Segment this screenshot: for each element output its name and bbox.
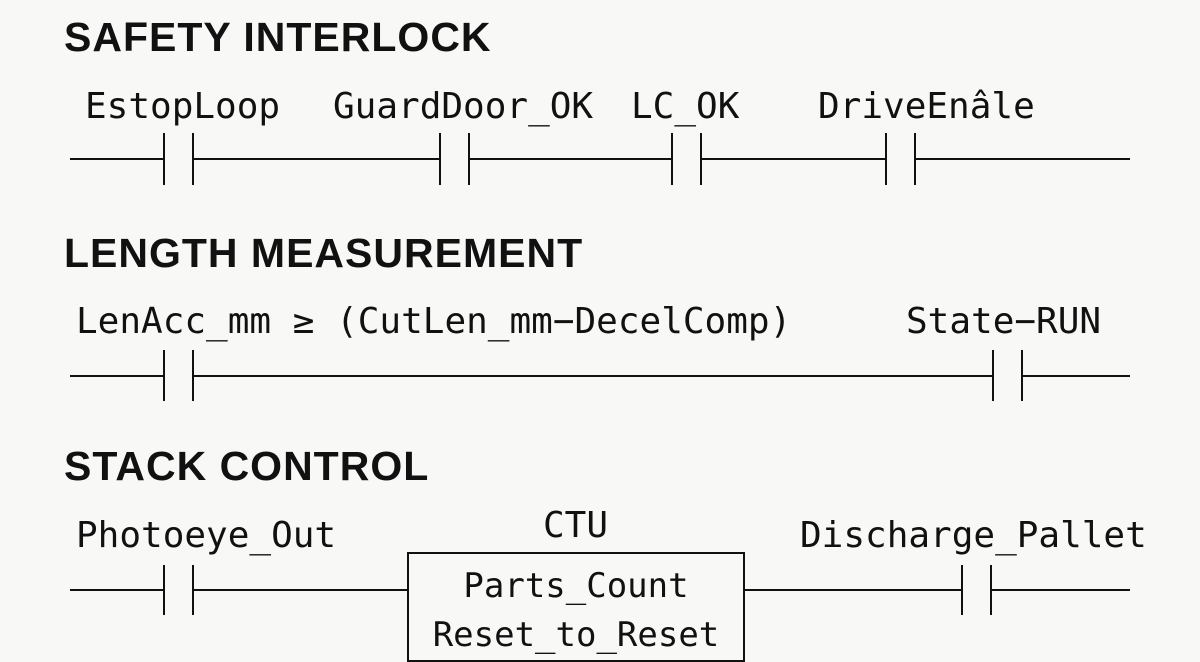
contact-lc-ok xyxy=(671,133,702,185)
contact-photoeye-out xyxy=(163,565,194,615)
counter-preset-label: Parts_Count xyxy=(463,566,689,606)
tag-drive-enable: DriveEnâle xyxy=(818,86,1035,127)
rung-length-measurement xyxy=(70,350,1130,401)
ladder-diagram xyxy=(70,133,1130,615)
tag-guarddoor-ok: GuardDoor_OK xyxy=(333,86,594,127)
contact-length-compare xyxy=(163,350,194,401)
ctu-counter-block: Parts_Count Reset_to_Reset xyxy=(407,552,745,662)
counter-type-label: CTU xyxy=(543,505,609,546)
contact-estoploop xyxy=(163,133,194,185)
section-title-length: LENGTH MEASUREMENT xyxy=(64,230,584,276)
contact-guarddoor-ok xyxy=(439,133,470,185)
contact-state-run xyxy=(992,350,1023,401)
tag-state-run: State−RUN xyxy=(906,301,1102,342)
contact-drive-enable xyxy=(885,133,916,185)
section-title-safety: SAFETY INTERLOCK xyxy=(64,14,492,60)
tag-estoploop: EstopLoop xyxy=(85,86,281,127)
tag-lc-ok: LC_OK xyxy=(631,86,740,127)
tag-discharge-pallet: Discharge_Pallet xyxy=(800,515,1147,556)
counter-reset-label: Reset_to_Reset xyxy=(432,615,720,655)
rung-stack-control xyxy=(70,565,1130,615)
tag-photoeye-out: Photoeye_Out xyxy=(76,515,337,556)
rung-safety-interlock xyxy=(70,133,1130,185)
section-title-stack: STACK CONTROL xyxy=(64,443,430,489)
contact-discharge-pallet xyxy=(961,565,992,615)
tag-length-condition: LenAcc_mm ≥ (CutLen_mm−DecelComp) xyxy=(76,301,792,342)
